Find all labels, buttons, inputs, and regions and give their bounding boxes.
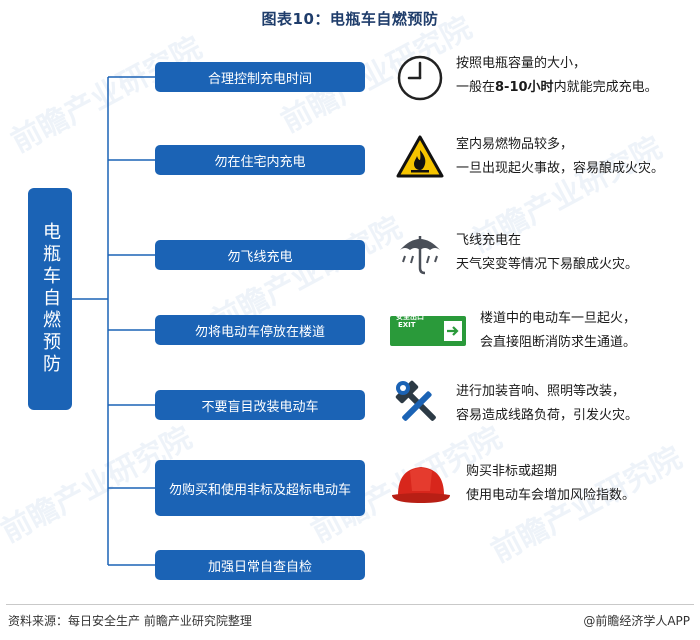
measure-charge-time: 合理控制充电时间 bbox=[155, 62, 365, 92]
description-line: 一般在8-10小时内就能完成充电。 bbox=[456, 80, 658, 95]
description: 购买非标或超期 使用电动车会增加风险指数。 bbox=[466, 460, 635, 508]
measure-label: 勿飞线充电 bbox=[227, 249, 293, 265]
clock-icon bbox=[393, 51, 447, 105]
description-line: 会直接阻断消防求生通道。 bbox=[480, 335, 637, 350]
description-line: 使用电动车会增加风险指数。 bbox=[466, 488, 636, 503]
measure-label: 勿在住宅内充电 bbox=[214, 154, 306, 170]
description-line: 飞线充电在 bbox=[456, 233, 522, 248]
measure-standard-vehicle: 勿购买和使用非标及超标电动车 bbox=[155, 460, 365, 516]
description-line: 进行加装音响、照明等改装， bbox=[456, 384, 626, 399]
description: 飞线充电在 天气突变等情况下易酿成火灾。 bbox=[456, 229, 638, 277]
root-label: 电瓶车自燃预防 bbox=[40, 222, 61, 376]
measure-no-modification: 不要盲目改装电动车 bbox=[155, 390, 365, 420]
description: 楼道中的电动车一旦起火， 会直接阻断消防求生通道。 bbox=[480, 307, 636, 355]
exit-sign-cn: 安全出口 bbox=[396, 313, 424, 321]
description: 按照电瓶容量的大小， 一般在8-10小时内就能完成充电。 bbox=[456, 52, 658, 100]
helmet-icon bbox=[390, 458, 452, 512]
measure-no-corridor-parking: 勿将电动车停放在楼道 bbox=[155, 315, 365, 345]
brand-credit: @前瞻经济学人APP bbox=[583, 614, 690, 628]
fire-warning-icon bbox=[393, 130, 447, 184]
measure-label: 勿将电动车停放在楼道 bbox=[194, 324, 325, 340]
umbrella-rain-icon bbox=[393, 226, 447, 280]
measure-label: 勿购买和使用非标及超标电动车 bbox=[168, 482, 351, 498]
description: 进行加装音响、照明等改装， 容易造成线路负荷，引发火灾。 bbox=[456, 380, 638, 428]
description-line: 一旦出现起火事故，容易酿成火灾。 bbox=[456, 161, 665, 176]
measure-label: 加强日常自查自检 bbox=[207, 559, 312, 575]
tools-icon bbox=[392, 377, 446, 431]
description-line: 天气突变等情况下易酿成火灾。 bbox=[456, 257, 639, 272]
description-line: 按照电瓶容量的大小， bbox=[456, 56, 587, 71]
measure-label: 不要盲目改装电动车 bbox=[201, 399, 319, 415]
description-line: 室内易燃物品较多， bbox=[456, 137, 574, 152]
description-line: 楼道中的电动车一旦起火， bbox=[480, 311, 637, 326]
measure-no-indoor-charging: 勿在住宅内充电 bbox=[155, 145, 365, 175]
exit-sign-en: EXIT bbox=[398, 321, 416, 329]
exit-sign-icon: 安全出口 EXIT bbox=[390, 304, 466, 358]
footer-divider bbox=[6, 604, 694, 605]
description-line: 容易造成线路负荷，引发火灾。 bbox=[456, 408, 639, 423]
description-emphasis: 8-10小时 bbox=[495, 80, 554, 95]
measure-self-inspection: 加强日常自查自检 bbox=[155, 550, 365, 580]
measure-label: 合理控制充电时间 bbox=[207, 71, 312, 87]
source-note: 资料来源：每日安全生产 前瞻产业研究院整理 bbox=[8, 614, 252, 628]
measure-no-flying-wire: 勿飞线充电 bbox=[155, 240, 365, 270]
figure-title: 图表10：电瓶车自燃预防 bbox=[261, 10, 439, 28]
description-line: 购买非标或超期 bbox=[466, 464, 558, 479]
root-node: 电瓶车自燃预防 bbox=[28, 188, 72, 410]
description: 室内易燃物品较多， 一旦出现起火事故，容易酿成火灾。 bbox=[456, 133, 664, 181]
